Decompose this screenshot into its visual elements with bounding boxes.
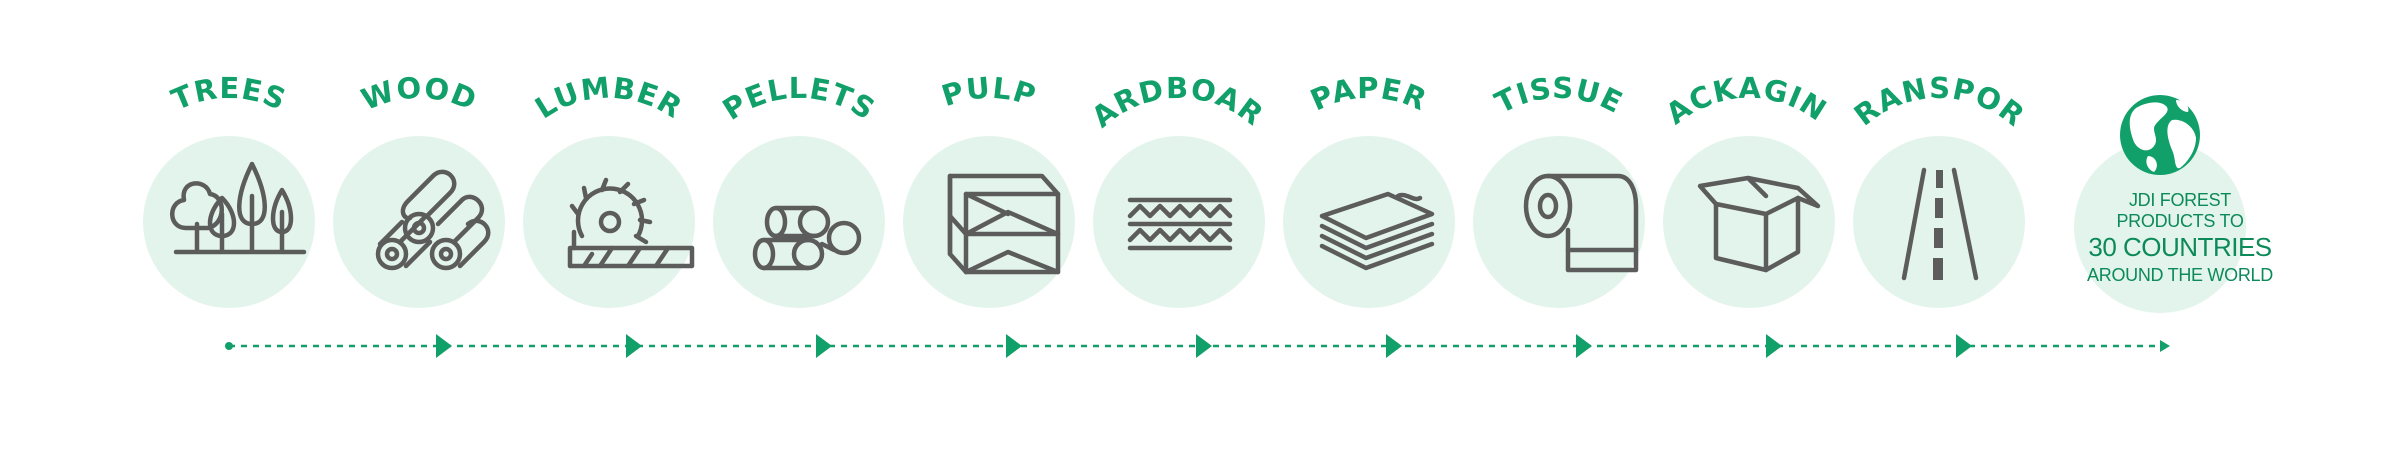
saw-blade-icon [567,177,695,269]
flow-arrowhead [626,334,642,358]
flow-arrowhead [1956,334,1972,358]
flow-arrowhead [1576,334,1592,358]
step-label-pellets: PELLETS [717,71,882,127]
logs-icon [375,169,491,271]
step-label-tissue: TISSUE [1490,71,1629,120]
step-labels: TREES WOOD LUMBER PELLETS PULP CARDBOARD… [0,0,2030,134]
circle-packaging [1663,136,1835,308]
pellets-icon [752,205,862,271]
step-label-transport: TRANSPORT [0,0,2030,132]
circle-tissue [1473,136,1645,308]
flow-arrow-line [225,334,2170,358]
world-text-countries: 30 COUNTRIES [2088,232,2272,263]
circle-lumber [523,136,695,308]
trees-icon [170,161,307,255]
step-label-cardboard: CARDBOARD [0,0,1270,134]
circle-trees [143,136,315,308]
corrugated-cardboard-icon [1127,197,1233,251]
step-label-lumber: LUMBER [529,70,688,125]
world-text-line4: AROUND THE WORLD [2087,265,2273,286]
world-text-line2: PRODUCTS TO [2116,210,2244,231]
step-label-trees: TREES [167,71,292,117]
flow-arrowhead [1766,334,1782,358]
globe-icon [2120,95,2200,175]
circle-transport [1853,136,2025,308]
paper-stack-icon [1319,191,1435,271]
road-icon [1901,167,1979,281]
step-label-wood: WOOD [357,70,482,117]
flow-arrowhead [816,334,832,358]
circle-paper [1283,136,1455,308]
tissue-roll-icon [1523,173,1639,273]
circle-world [2074,141,2246,313]
flow-arrowhead [1386,334,1402,358]
flow-arrowhead [436,334,452,358]
step-label-paper: PAPER [1305,71,1432,117]
world-destination-text: JDI FOREST PRODUCTS TO 30 COUNTRIES AROU… [2060,190,2300,286]
open-box-icon [1697,175,1821,273]
flow-end-arrowhead [2160,340,2170,352]
step-label-pulp: PULP [938,70,1041,113]
flow-arrowhead [1006,334,1022,358]
pulp-bales-icon [947,173,1061,275]
world-text-line1: JDI FOREST [2128,190,2231,210]
flow-arrowhead [1196,334,1212,358]
